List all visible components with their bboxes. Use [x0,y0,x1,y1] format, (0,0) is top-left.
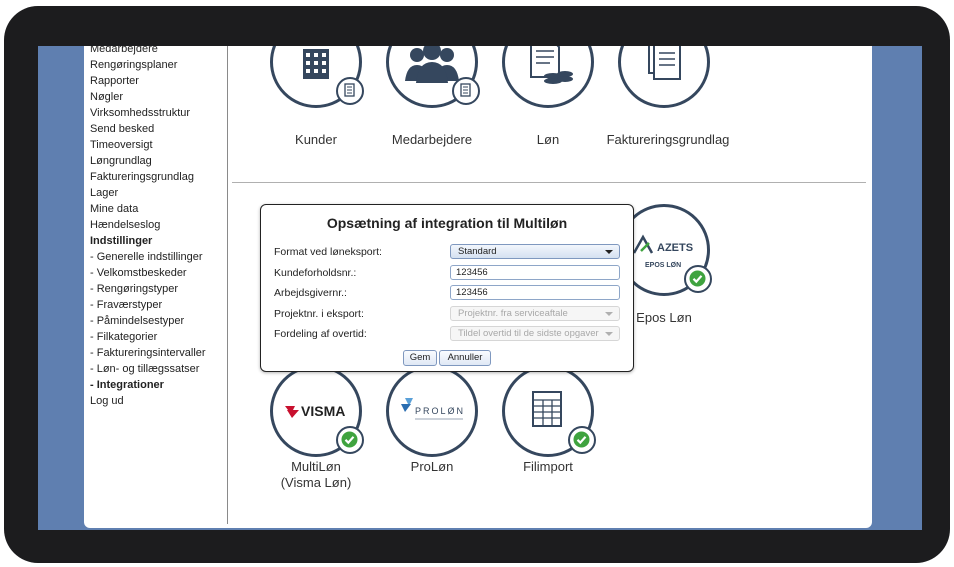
sidebar-item-nogler[interactable]: Nøgler [90,91,124,103]
sidebar-item-haendelseslog[interactable]: Hændelseslog [90,219,161,231]
tile-medarbejdere[interactable] [386,46,480,108]
section-divider [232,182,866,183]
dialog-title: Opsætning af integration til Multiløn [326,215,568,231]
sidebar-item-integrationer[interactable]: - Integrationer [90,379,164,391]
arbejdsgivernr-input[interactable]: 123456 [450,285,620,300]
kundeforholdsnr-label: Kundeforholdsnr.: [274,267,357,279]
sidebar-item-virksomhedsstruktur[interactable]: Virksomhedsstruktur [90,107,191,119]
sidebar-item-lonngrundlag[interactable]: Løngrundlag [90,155,152,167]
sidebar-item-medarbejdere[interactable]: Medarbejdere [90,46,158,55]
sidebar-item-timeoversigt[interactable]: Timeoversigt [90,139,153,151]
sidebar-item-mine-data[interactable]: Mine data [90,203,139,215]
chevron-down-icon [605,312,613,316]
sidebar-item-lon-og-tillaegssatser[interactable]: - Løn- og tillægssatser [90,363,200,375]
sidebar-item-faktureringsintervaller[interactable]: - Faktureringsintervaller [90,347,206,359]
sidebar-item-rapporter[interactable]: Rapporter [90,75,139,87]
check-badge-icon [336,426,364,454]
tile-label-epos-lon: Epos Løn [636,310,692,325]
format-label: Format ved løneksport: [274,246,382,258]
tile-filimport[interactable] [502,365,596,457]
sidebar-item-rengoringstyper[interactable]: - Rengøringstyper [90,283,179,295]
sidebar-item-velkomstbeskeder[interactable]: - Velkomstbeskeder [90,267,187,279]
overtid-label: Fordeling af overtid: [274,328,367,340]
sidebar-nav: Medarbejdere Rengøringsplaner Rapporter … [84,46,228,524]
format-select-value: Standard [458,246,497,257]
tile-label-kunder: Kunder [295,132,337,147]
tile-kunder[interactable] [270,46,364,108]
sidebar-item-generelle-indstillinger[interactable]: - Generelle indstillinger [90,251,203,263]
sidebar-item-rengoringsplaner[interactable]: Rengøringsplaner [90,59,178,71]
sidebar-item-filkategorier[interactable]: - Filkategorier [90,331,158,343]
visma-logo: VISMA [285,403,345,419]
projektnr-select-value: Projektnr. fra serviceaftale [458,308,568,319]
tile-label-multilon-line2: (Visma Løn) [280,475,352,490]
tile-label-multilon-line1: MultiLøn [291,459,341,474]
tile-prolon[interactable]: PROLØN [386,365,478,457]
epos-logo-subtext: EPOS LØN [645,262,681,269]
check-badge-icon [684,265,712,293]
sidebar-item-lager[interactable]: Lager [90,187,119,199]
people-icon [405,46,459,83]
format-select[interactable]: Standard [450,244,620,259]
projektnr-select[interactable]: Projektnr. fra serviceaftale [450,306,620,321]
chevron-down-icon [605,250,613,254]
sidebar-item-faktureringsgrundlag[interactable]: Faktureringsgrundlag [90,171,194,183]
prolon-logo-text: PROLØN [415,406,465,416]
azets-logo-text: AZETS [657,242,693,254]
tile-label-lon: Løn [536,132,560,147]
integration-settings-dialog: Opsætning af integration til Multiløn Fo… [260,204,634,372]
arbejdsgivernr-label: Arbejdsgivernr.: [274,287,347,299]
sidebar-item-log-ud[interactable]: Log ud [90,395,124,407]
invoice-icon [648,46,681,80]
visma-logo-text: VISMA [301,403,345,419]
tile-label-medarbejdere: Medarbejdere [391,132,473,147]
sidebar-item-pamindelsestyper[interactable]: - Påmindelsestyper [90,315,185,327]
tile-label-faktureringsgrundlag: Faktureringsgrundlag [606,132,730,147]
tile-label-prolon: ProLøn [410,459,454,474]
document-badge-icon [336,77,364,105]
overtid-select[interactable]: Tildel overtid til de sidste opgaver [450,326,620,341]
sidebar-item-send-besked[interactable]: Send besked [90,123,155,135]
tile-label-filimport: Filimport [523,459,573,474]
document-badge-icon [452,77,480,105]
device-frame: Medarbejdere Rengøringsplaner Rapporter … [4,6,950,563]
sidebar-item-fravaerstyper[interactable]: - Fraværstyper [90,299,163,311]
building-icon [303,49,329,79]
check-badge-icon [568,426,596,454]
payroll-coins-icon [530,46,573,84]
azets-logo: AZETS EPOS LØN [632,234,693,269]
sidebar-item-indstillinger[interactable]: Indstillinger [90,235,153,247]
tile-label-multilon: MultiLøn (Visma Løn) [276,459,356,491]
kundeforholdsnr-input[interactable]: 123456 [450,265,620,280]
overtid-select-value: Tildel overtid til de sidste opgaver [458,328,599,339]
prolon-logo: PROLØN [401,398,465,420]
chevron-down-icon [605,332,613,336]
tile-lon[interactable] [502,46,594,108]
cancel-button[interactable]: Annuller [439,350,491,366]
tile-multilon[interactable]: VISMA [270,365,364,457]
save-button[interactable]: Gem [403,350,437,366]
tile-faktureringsgrundlag[interactable] [618,46,710,108]
spreadsheet-icon [532,391,562,427]
projektnr-label: Projektnr. i eksport: [274,308,364,320]
